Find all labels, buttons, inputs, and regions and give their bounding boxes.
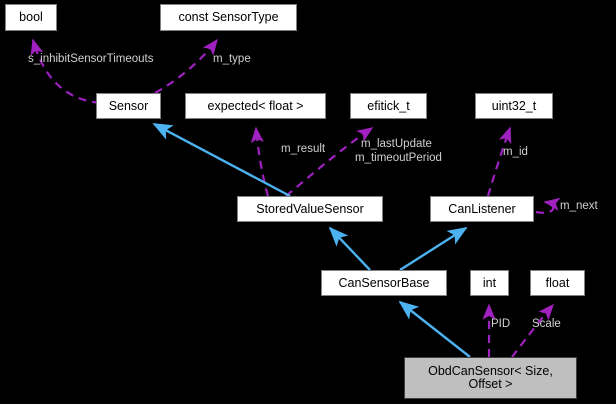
node-cansensorbase[interactable]: CanSensorBase	[321, 270, 447, 296]
node-storedvaluesensor[interactable]: StoredValueSensor	[237, 196, 383, 222]
edge-label-m-last-update: m_lastUpdate	[361, 138, 432, 150]
edge-csb-inherits-svs	[328, 226, 371, 271]
edge-sensor-uses-const-sensortype	[154, 38, 218, 94]
edge-canlistener-self-m-next	[535, 197, 561, 214]
edge-csb-inherits-canlistener	[399, 226, 468, 272]
edge-sensor-uses-bool	[30, 38, 101, 105]
edge-obd-uses-float	[511, 303, 554, 358]
node-sensor[interactable]: Sensor	[96, 93, 161, 119]
edge-label-m-next: m_next	[560, 200, 598, 212]
inheritance-edges	[152, 122, 471, 358]
edge-obd-inherits-csb	[398, 300, 471, 358]
edge-label-pid: PID	[491, 318, 511, 330]
edge-label-m-type: m_type	[213, 53, 251, 65]
node-const-sensortype[interactable]: const SensorType	[160, 4, 297, 31]
node-expected-float[interactable]: expected< float >	[185, 93, 326, 119]
edge-label-m-result: m_result	[281, 143, 326, 155]
edge-canlistener-uses-uint32-t	[486, 126, 512, 197]
edge-svs-uses-expected-float	[250, 126, 270, 197]
edge-label-s-inhibit-sensor-timeouts: s_inhibitSensorTimeouts	[28, 53, 154, 65]
node-int[interactable]: int	[470, 270, 509, 296]
node-uint32-t[interactable]: uint32_t	[475, 93, 553, 119]
node-obdcansensor[interactable]: ObdCanSensor< Size, Offset >	[404, 357, 577, 399]
edge-label-m-timeout-period: m_timeoutPeriod	[355, 152, 442, 164]
node-canlistener[interactable]: CanListener	[430, 196, 534, 222]
node-efitick-t[interactable]: efitick_t	[350, 93, 427, 119]
edge-label-m-id: m_id	[503, 146, 528, 158]
edge-svs-inherits-sensor	[152, 122, 291, 198]
edge-label-scale: Scale	[532, 318, 561, 330]
node-bool[interactable]: bool	[5, 4, 57, 31]
usage-edges	[30, 38, 554, 358]
node-float[interactable]: float	[530, 270, 585, 296]
